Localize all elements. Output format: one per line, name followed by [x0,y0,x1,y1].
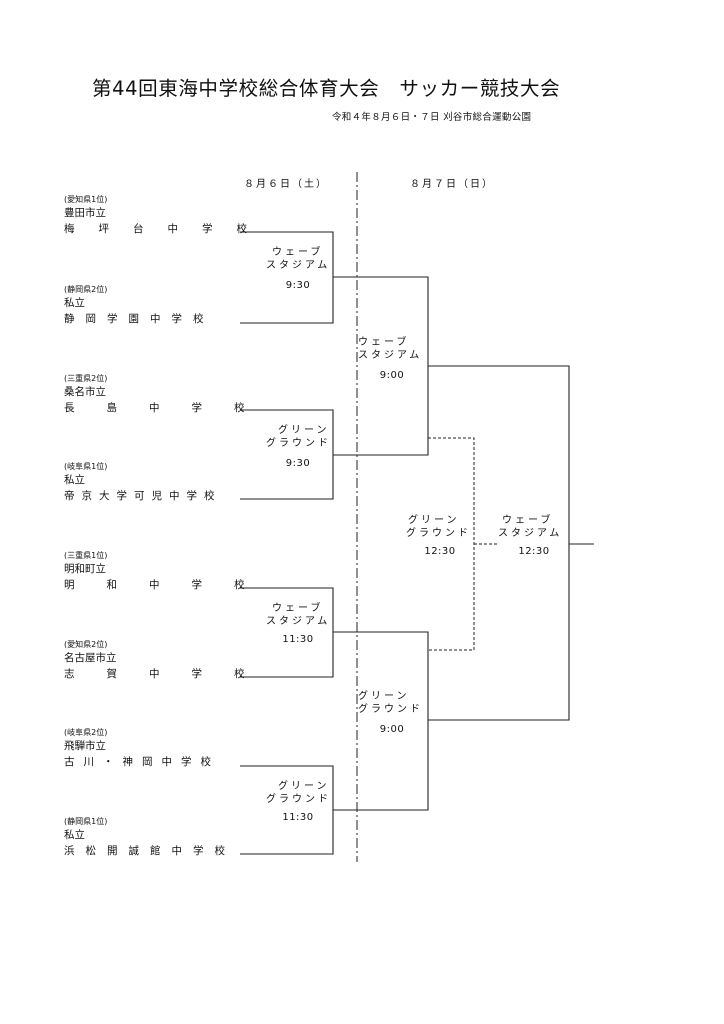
team-rank: (岐阜県2位) [64,728,108,737]
match-venue: ウェーブ スタジアム [358,336,422,362]
team-rank: (岐阜県1位) [64,462,108,471]
venue-line: グラウンド [358,704,423,715]
team-affiliation: 私立 [64,829,85,841]
team-rank: (静岡県2位) [64,285,108,294]
match-venue: ウェーブ スタジアム [266,246,330,272]
match-time: 11:30 [282,812,314,823]
team-rank: (三重県1位) [64,551,108,560]
match-time: 9:00 [379,724,405,735]
venue-line: ウェーブ [272,603,324,614]
venue-line: グリーン [278,781,330,792]
team-rank: (愛知県2位) [64,640,108,649]
match-time: 12:30 [518,546,550,557]
team-name: 長島中学校 [64,402,277,414]
match-venue: ウェーブ スタジアム [498,514,562,540]
team-name: 帝京大学可児中学校 [64,490,222,502]
venue-line: ウェーブ [502,515,554,526]
team-name: 梅坪台中学校 [64,223,271,235]
team-entry: (岐阜県1位) 私立 帝京大学可児中学校 [64,461,222,504]
team-entry: (静岡県1位) 私立 浜松開誠館中学校 [64,816,236,859]
team-entry: (愛知県2位) 名古屋市立 志賀中学校 [64,639,277,682]
bracket-line-final [428,365,594,721]
venue-line: グリーン [408,515,460,526]
venue-line: ウェーブ [272,247,324,258]
match-time: 11:30 [282,634,314,645]
bracket-line-r1m4 [240,765,334,855]
team-entry: (三重県2位) 桑名市立 長島中学校 [64,373,277,416]
team-affiliation: 私立 [64,474,85,486]
team-affiliation: 桑名市立 [64,386,106,398]
bracket-line-r1m2 [240,409,334,500]
bracket-line-third-place [428,437,498,651]
match-venue: グリーン グラウンド [406,514,471,540]
venue-line: グラウンド [266,438,331,449]
match-time: 9:30 [285,458,311,469]
team-affiliation: 飛騨市立 [64,740,106,752]
venue-line: グラウンド [266,794,331,805]
venue-line: スタジアム [358,350,423,361]
team-affiliation: 豊田市立 [64,207,106,219]
event-date-venue: 令和４年８月６日・７日 刈谷市総合運動公園 [332,112,532,123]
team-affiliation: 明和町立 [64,563,106,575]
day1-label: ８月６日（土） [244,179,328,190]
venue-line: グラウンド [406,528,471,539]
team-name: 志賀中学校 [64,668,277,680]
team-name: 浜松開誠館中学校 [64,845,236,857]
day2-label: ８月７日（日） [410,179,494,190]
venue-line: スタジアム [266,260,331,271]
bracket-line-r1m3 [240,587,429,811]
match-time: 12:30 [424,546,456,557]
match-venue: ウェーブ スタジアム [266,602,330,628]
venue-line: グリーン [358,691,410,702]
match-time: 9:30 [285,280,311,291]
team-entry: (三重県1位) 明和町立 明和中学校 [64,550,277,593]
venue-line: スタジアム [266,616,331,627]
match-venue: グリーン グラウンド [358,690,423,716]
team-rank: (三重県2位) [64,374,108,383]
page-title: 第44回東海中学校総合体育大会 サッカー競技大会 [92,77,561,100]
venue-line: ウェーブ [358,337,410,348]
match-venue: グリーン グラウンド [266,780,331,806]
match-venue: グリーン グラウンド [266,424,331,450]
team-affiliation: 私立 [64,297,85,309]
team-rank: (静岡県1位) [64,817,108,826]
team-name: 明和中学校 [64,579,277,591]
team-entry: (岐阜県2位) 飛騨市立 古川・神岡中学校 [64,727,220,770]
team-entry: (静岡県2位) 私立 静岡学園中学校 [64,284,215,327]
team-name: 静岡学園中学校 [64,313,215,325]
venue-line: グリーン [278,425,330,436]
venue-line: スタジアム [498,528,563,539]
match-time: 9:00 [379,370,405,381]
team-rank: (愛知県1位) [64,195,108,204]
team-entry: (愛知県1位) 豊田市立 梅坪台中学校 [64,194,271,237]
team-name: 古川・神岡中学校 [64,756,220,768]
team-affiliation: 名古屋市立 [64,652,117,664]
